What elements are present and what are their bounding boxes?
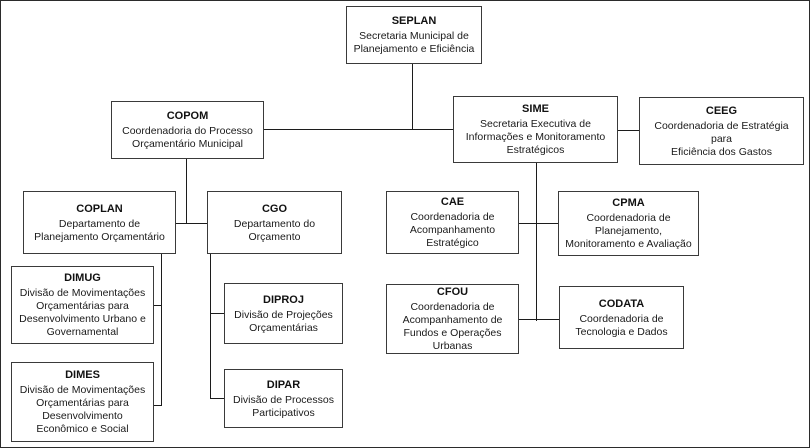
node-cfou-code: CFOU: [436, 286, 469, 298]
node-copom[interactable]: COPOM Coordenadoria do Processo Orçament…: [111, 101, 264, 159]
node-cfou-desc: Coordenadoria de Acompanhamento de Fundo…: [402, 301, 503, 352]
edge-sime-ceeg: [618, 130, 639, 131]
edge-copom-down: [186, 159, 187, 223]
node-coplan-code: COPLAN: [76, 202, 123, 215]
node-coplan[interactable]: COPLAN Departamento de Planejamento Orça…: [23, 191, 176, 254]
node-diproj-code: DIPROJ: [263, 293, 304, 306]
node-cae-desc: Coordenadoria de Acompanhamento Estratég…: [409, 211, 496, 249]
node-seplan-code: SEPLAN: [391, 15, 437, 27]
node-dimes[interactable]: DIMES Divisão de Movimentações Orçamentá…: [11, 362, 154, 442]
node-dimug[interactable]: DIMUG Divisão de Movimentações Orçamentá…: [11, 266, 154, 344]
node-codata-code: CODATA: [598, 297, 645, 310]
node-coplan-desc: Departamento de Planejamento Orçamentári…: [34, 217, 165, 243]
node-diproj-desc: Divisão de Projeções Orçamentárias: [234, 308, 333, 334]
edge-sime-down: [536, 163, 537, 321]
edge-sime-cae-cpma-bar: [519, 223, 558, 224]
node-cgo[interactable]: CGO Departamento do Orçamento: [207, 191, 342, 254]
node-cpma-code: CPMA: [612, 197, 645, 209]
node-seplan[interactable]: SEPLAN Secretaria Municipal de Planejame…: [346, 6, 482, 64]
edge-sime-cfou-codata-bar: [519, 319, 559, 320]
node-cgo-desc: Departamento do Orçamento: [233, 217, 316, 243]
node-codata[interactable]: CODATA Coordenadoria de Tecnologia e Dad…: [559, 286, 684, 349]
node-diproj[interactable]: DIPROJ Divisão de Projeções Orçamentária…: [224, 283, 343, 344]
edge-cgo-down: [210, 254, 211, 399]
node-cgo-code: CGO: [261, 202, 288, 215]
node-seplan-desc: Secretaria Municipal de Planejamento e E…: [353, 30, 475, 55]
node-dipar-desc: Divisão de Processos Participativos: [233, 393, 334, 419]
node-ceeg-code: CEEG: [705, 104, 738, 117]
edge-coplan-dimes: [154, 405, 162, 406]
node-dipar-code: DIPAR: [266, 378, 301, 391]
node-sime-code: SIME: [522, 103, 549, 115]
edge-coplan-cgo-bar: [176, 223, 207, 224]
edge-seplan-down: [412, 64, 413, 130]
edge-cgo-diproj: [210, 313, 224, 314]
node-sime-desc: Secretaria Executiva de Informações e Mo…: [465, 118, 606, 156]
node-dimug-code: DIMUG: [64, 272, 101, 284]
node-cfou[interactable]: CFOU Coordenadoria de Acompanhamento de …: [386, 284, 519, 354]
node-ceeg[interactable]: CEEG Coordenadoria de Estratégia para Ef…: [639, 97, 804, 165]
node-cpma[interactable]: CPMA Coordenadoria de Planejamento, Moni…: [558, 191, 699, 256]
node-cae-code: CAE: [440, 196, 465, 208]
node-ceeg-desc: Coordenadoria de Estratégia para Eficiên…: [654, 119, 789, 158]
node-copom-desc: Coordenadoria do Processo Orçamentário M…: [122, 125, 253, 150]
node-dimes-desc: Divisão de Movimentações Orçamentárias p…: [19, 384, 146, 435]
node-copom-code: COPOM: [166, 110, 209, 122]
node-dimes-code: DIMES: [65, 369, 100, 381]
node-cae[interactable]: CAE Coordenadoria de Acompanhamento Estr…: [386, 191, 519, 254]
edge-coplan-dimug: [154, 305, 162, 306]
edge-coplan-down: [161, 254, 162, 406]
node-dimug-desc: Divisão de Movimentações Orçamentárias p…: [19, 287, 146, 338]
node-dipar[interactable]: DIPAR Divisão de Processos Participativo…: [224, 369, 343, 428]
node-codata-desc: Coordenadoria de Tecnologia e Dados: [575, 312, 668, 338]
edge-cgo-dipar: [210, 398, 224, 399]
node-cpma-desc: Coordenadoria de Planejamento, Monitoram…: [565, 212, 692, 250]
node-sime[interactable]: SIME Secretaria Executiva de Informações…: [453, 96, 618, 163]
edge-copom-sime-spine: [264, 129, 454, 130]
